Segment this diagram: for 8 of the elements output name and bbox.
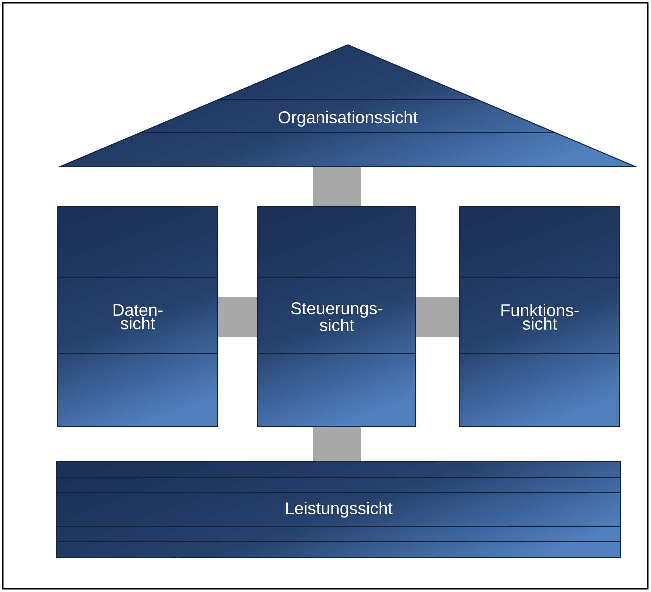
connector-bar bbox=[313, 167, 361, 206]
pillar-box: Funktions- sicht bbox=[460, 206, 620, 428]
connector-bar bbox=[416, 297, 460, 337]
pillar-box: Daten- sicht bbox=[58, 206, 218, 428]
pillar-box: Steuerungs- sicht bbox=[258, 206, 416, 428]
connector-bar bbox=[218, 297, 258, 337]
connector-bar bbox=[313, 428, 361, 462]
base-band: Leistungssicht bbox=[56, 462, 622, 558]
